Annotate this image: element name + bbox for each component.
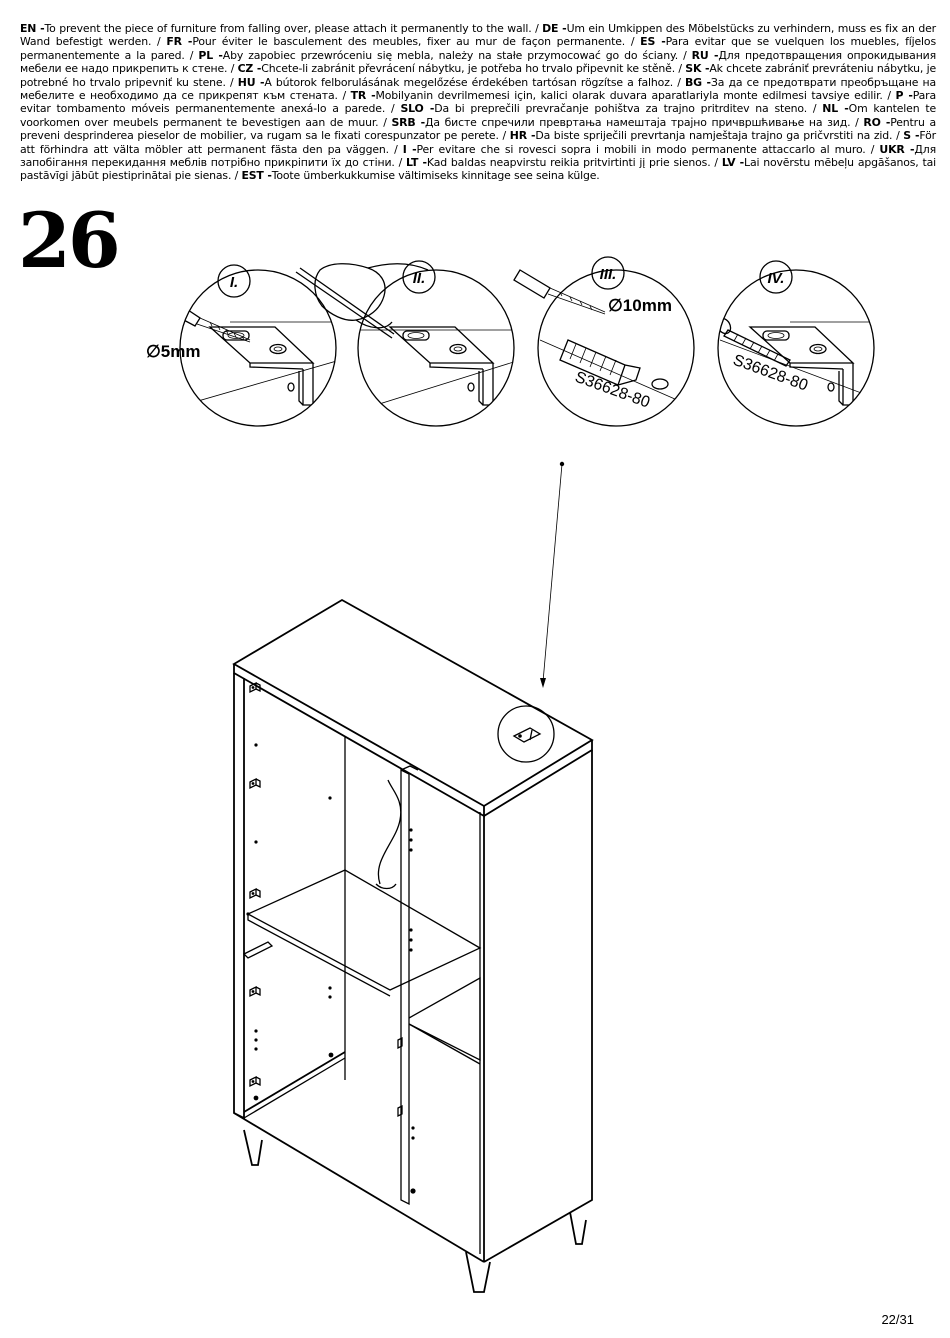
step-iv-detail: S36628-80 bbox=[717, 269, 875, 427]
warning-text: Lai novērstu mēbeļu apgāšanos, tai pastā… bbox=[20, 156, 936, 183]
warning-text: Ak chcete zabrániť prevráteniu nábytku, … bbox=[20, 62, 937, 89]
warning-text: Para evitar tombamento móveis permanente… bbox=[20, 89, 936, 116]
step-iii-part-code: S36628-80 bbox=[573, 369, 652, 412]
warning-language-code: LT bbox=[406, 156, 419, 170]
warning-language-code: ES bbox=[640, 35, 656, 49]
warning-text: Per evitare che si rovesci sopra i mobil… bbox=[416, 142, 866, 156]
warning-text: Om kantelen te voorkomen over meubels pe… bbox=[20, 102, 937, 129]
warning-language-code: EST bbox=[241, 169, 264, 183]
warning-language-code: SK bbox=[685, 62, 702, 76]
warning-text: Um ein Umkippen des Möbelstücks zu verhi… bbox=[20, 22, 936, 49]
warning-language-code: P bbox=[895, 89, 904, 103]
warning-text: Chcete-li zabránit převrácení nábytku, j… bbox=[261, 62, 676, 76]
step-ii-label: II. bbox=[413, 270, 426, 287]
warning-text: Pour éviter le basculement des meubles, … bbox=[192, 35, 626, 49]
step-iv-label-badge: IV. bbox=[759, 260, 793, 294]
step-number: 26 bbox=[18, 196, 121, 285]
warning-text: Aby zapobiec przewróceniu się mebla, nal… bbox=[222, 48, 679, 62]
warning-text: Kad baldas neapvirstu reikia pritvirtint… bbox=[426, 156, 711, 170]
warning-text: A bútorok felborulásának megelőzése érde… bbox=[264, 75, 674, 89]
warning-text: Da biste spriječili prevrtanja namještaj… bbox=[535, 129, 893, 143]
warning-language-code: CZ bbox=[237, 62, 254, 76]
warning-language-code: FR bbox=[166, 35, 182, 49]
warning-language-code: NL bbox=[822, 102, 839, 116]
step-ii-detail bbox=[295, 263, 515, 427]
pointer-arrow bbox=[540, 461, 565, 688]
warning-language-code: TR bbox=[350, 89, 367, 103]
warning-language-code: BG bbox=[685, 75, 702, 89]
step-iii-drill-size: ∅10mm bbox=[608, 296, 672, 315]
warning-language-code: SRB bbox=[391, 115, 416, 129]
warning-language-code: UKR bbox=[879, 142, 905, 156]
warning-text: Pentru a preveni desprinderea pieselor d… bbox=[20, 115, 936, 143]
warning-language-code: HU bbox=[237, 75, 256, 89]
warning-language-code: SLO bbox=[400, 102, 424, 116]
warning-text: Mobilyanin devrilmemesi için, kalici ola… bbox=[375, 89, 883, 103]
warning-text: To prevent the piece of furniture from f… bbox=[44, 22, 532, 35]
warning-text: Toote ümberkukkumise vältimiseks kinnita… bbox=[271, 169, 600, 183]
warning-text: Да бисте спречили превртања намештаја тр… bbox=[425, 115, 851, 129]
page-number: 22/31 bbox=[881, 1312, 914, 1327]
warning-text: Para evitar que se vuelquen los muebles,… bbox=[20, 35, 936, 62]
warning-text: Da bi preprečili prevračanje pohištva za… bbox=[434, 102, 808, 116]
warning-language-code: S bbox=[903, 129, 911, 143]
wall-fixing-warning: EN -To prevent the piece of furniture fr… bbox=[20, 22, 937, 183]
warning-text: För att förhindra att välta möbler att p… bbox=[20, 129, 936, 156]
cabinet-illustration bbox=[232, 598, 594, 1293]
warning-language-code: RO bbox=[863, 115, 881, 129]
warning-language-code: DE bbox=[542, 22, 559, 35]
step-i-label: I. bbox=[230, 274, 238, 291]
warning-language-code: HR bbox=[509, 129, 527, 143]
warning-language-code: LV bbox=[721, 156, 736, 170]
warning-text: За да се предотврати преобръщане на мебе… bbox=[20, 75, 936, 103]
warning-language-code: RU bbox=[691, 48, 709, 62]
step-i-label-badge: I. bbox=[217, 264, 251, 298]
step-iii-label-badge: III. bbox=[591, 256, 625, 290]
warning-language-code: I bbox=[402, 142, 407, 156]
warning-text: Для запобігання перекидання меблів потрі… bbox=[20, 142, 936, 170]
warning-language-code: PL bbox=[198, 48, 213, 62]
warning-language-code: EN bbox=[20, 22, 37, 35]
warning-text: Для предотвращения опрокидывания мебели … bbox=[20, 48, 936, 76]
step-iv-label: IV. bbox=[768, 270, 785, 287]
step-iii-label: III. bbox=[600, 266, 617, 283]
step-iii-detail: ∅10mm S36628-80 bbox=[513, 269, 695, 427]
step-i-detail: ∅5mm bbox=[146, 269, 337, 427]
step-i-drill-size: ∅5mm bbox=[146, 342, 201, 361]
step-ii-label-badge: II. bbox=[402, 260, 436, 294]
